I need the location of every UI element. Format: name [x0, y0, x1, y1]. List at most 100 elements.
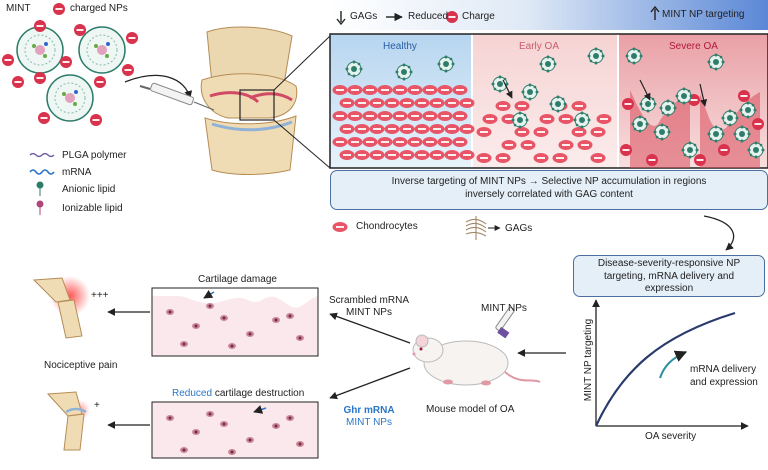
chondrocyte-cell	[220, 315, 228, 321]
chondrocyte-cell	[272, 317, 280, 323]
charge-pill	[407, 111, 423, 121]
graph-curve-label-1: mRNA delivery	[690, 364, 757, 375]
inverse-arrow-icon: →	[528, 176, 539, 187]
charge-pill	[347, 85, 363, 95]
chondrocyte-cell	[228, 343, 236, 349]
charge-pill	[362, 85, 378, 95]
legend-anionic-lipid: Anionic lipid	[62, 184, 116, 195]
charge-pill	[590, 127, 606, 137]
charge-pill	[422, 137, 438, 147]
charge-pill	[339, 124, 355, 134]
nociceptive-pain-label: Nociceptive pain	[44, 360, 118, 371]
charge-pill	[332, 111, 348, 121]
charge-dot	[738, 90, 750, 102]
charge-pill	[332, 137, 348, 147]
charge-dot	[718, 144, 730, 156]
graph-curve-label-2: and expression	[690, 377, 758, 388]
charge-pill	[422, 111, 438, 121]
chondrocyte-cell	[220, 421, 228, 427]
cartilage-damage-title: Cartilage damage	[198, 274, 277, 285]
chondrocyte-cell	[192, 323, 200, 329]
charge-pill	[476, 153, 492, 163]
charge-pill	[452, 111, 468, 121]
charge-pill	[571, 101, 587, 111]
responsive-line2: targeting, mRNA delivery and	[603, 270, 735, 282]
graph-xlabel: OA severity	[645, 431, 697, 442]
responsive-targeting-box: Disease-severity-responsive NP targeting…	[573, 255, 765, 297]
charge-pill	[452, 85, 468, 95]
charge-pill	[501, 140, 517, 150]
legend-mrna: mRNA	[62, 167, 92, 178]
np-cluster	[2, 20, 138, 126]
banner-charge: Charge	[462, 11, 495, 22]
legend-chondrocytes: Chondrocytes	[356, 221, 418, 232]
reduced-destruction-title: Reduced cartilage destruction	[172, 388, 304, 400]
inverse-line1-b: Selective NP accumulation in regions	[541, 176, 707, 187]
ghr-mint-label: MINT NPs	[346, 417, 392, 428]
painful-knee-illustration	[32, 276, 90, 339]
arrow-to-responsive-box	[703, 215, 735, 251]
tissue-arrows	[502, 79, 708, 107]
charge-dot	[694, 154, 706, 166]
pain-level-low: +	[94, 400, 100, 411]
charge-icon	[53, 3, 65, 15]
legend-plga: PLGA polymer	[62, 150, 127, 161]
charge-pill	[377, 111, 393, 121]
charge-pill	[414, 150, 430, 160]
chondrocyte-cell	[206, 411, 214, 417]
reduced-damage-illustration	[151, 401, 319, 459]
banner-reduced: Reduced	[408, 11, 449, 22]
banner-mint-targeting: MINT NP targeting	[662, 9, 745, 20]
chondrocyte-cell	[286, 415, 294, 421]
severity-graph	[592, 299, 749, 430]
charge-pill	[459, 150, 475, 160]
chondrocyte-cell	[180, 341, 188, 347]
chondrocyte-cell	[286, 313, 294, 319]
inverse-line1-a: Inverse targeting of MINT NPs	[391, 176, 526, 187]
arrow-np-to-knee	[124, 74, 193, 99]
charge-pill	[392, 137, 408, 147]
charge-pill	[495, 153, 511, 163]
charge-pill	[392, 85, 408, 95]
charge-pill	[539, 114, 555, 124]
charge-pill	[444, 98, 460, 108]
charge-pill	[596, 114, 612, 124]
charge-pill	[369, 124, 385, 134]
chondrocyte-cell	[206, 303, 214, 309]
reduced-word: Reduced	[172, 388, 213, 399]
healthy-knee-illustration	[46, 391, 90, 451]
charge-pill	[520, 140, 536, 150]
chondrocyte-cell	[166, 309, 174, 315]
charge-pill	[571, 127, 587, 137]
chondrocyte-cell	[296, 441, 304, 447]
scrambled-mrna-label: Scrambled mRNA	[328, 295, 410, 306]
chondrocyte-cell	[272, 423, 280, 429]
charge-pill	[377, 85, 393, 95]
knee-joint-illustration	[200, 26, 298, 175]
charge-pill	[429, 150, 445, 160]
mouse-illustration	[412, 306, 541, 386]
reduced-rest: cartilage destruction	[214, 388, 305, 399]
charge-pill	[399, 150, 415, 160]
zoom-line-bottom	[273, 119, 331, 169]
charge-pill	[339, 98, 355, 108]
charge-pill	[399, 124, 415, 134]
charged-nps-label: charged NPs	[70, 3, 128, 14]
legend-gags: GAGs	[505, 223, 533, 234]
banner-icons	[336, 5, 660, 26]
chondrocyte-icon	[332, 222, 348, 232]
charge-pill	[332, 85, 348, 95]
charge-pill	[414, 98, 430, 108]
charge-pill	[354, 150, 370, 160]
charge-pill	[369, 150, 385, 160]
charge-pill	[558, 140, 574, 150]
severity-banner	[330, 0, 768, 30]
scrambled-mint-label: MINT NPs	[346, 307, 392, 318]
inverse-targeting-box: Inverse targeting of MINT NPs → Selectiv…	[330, 170, 768, 210]
chondrocyte-cell	[246, 437, 254, 443]
charge-pill	[339, 150, 355, 160]
charge-pill	[429, 98, 445, 108]
panel-healthy-title: Healthy	[383, 41, 417, 52]
charge-pill	[437, 137, 453, 147]
